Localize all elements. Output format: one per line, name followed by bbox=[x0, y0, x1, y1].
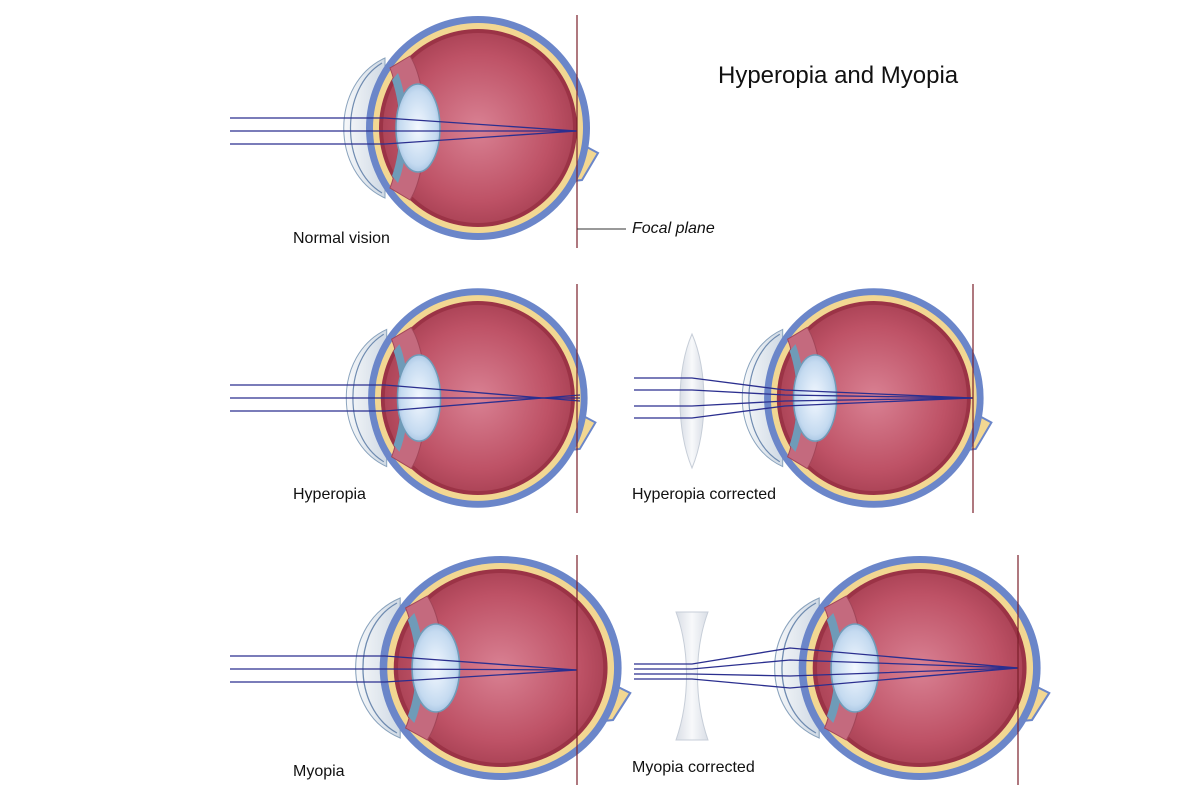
hyperopia-label: Hyperopia bbox=[293, 486, 366, 503]
hyperopia-corrected-label: Hyperopia corrected bbox=[632, 486, 776, 503]
rays-myopia bbox=[230, 655, 578, 683]
myopia-corrected-label: Myopia corrected bbox=[632, 759, 755, 776]
convex-lens-icon bbox=[679, 332, 705, 470]
eye-myopia bbox=[354, 554, 632, 782]
myopia-label: Myopia bbox=[293, 763, 345, 780]
rays-normal bbox=[230, 117, 578, 145]
diagram-title: Hyperopia and Myopia bbox=[718, 62, 959, 89]
normal-vision-label: Normal vision bbox=[293, 230, 390, 247]
rays-hyperopia bbox=[230, 384, 581, 412]
eye-normal bbox=[342, 15, 599, 241]
rays-myopia-corrected bbox=[634, 647, 1019, 689]
focal-plane-label: Focal plane bbox=[632, 220, 715, 237]
concave-lens-icon bbox=[675, 611, 709, 741]
rays-hyperopia-corrected bbox=[634, 377, 974, 419]
